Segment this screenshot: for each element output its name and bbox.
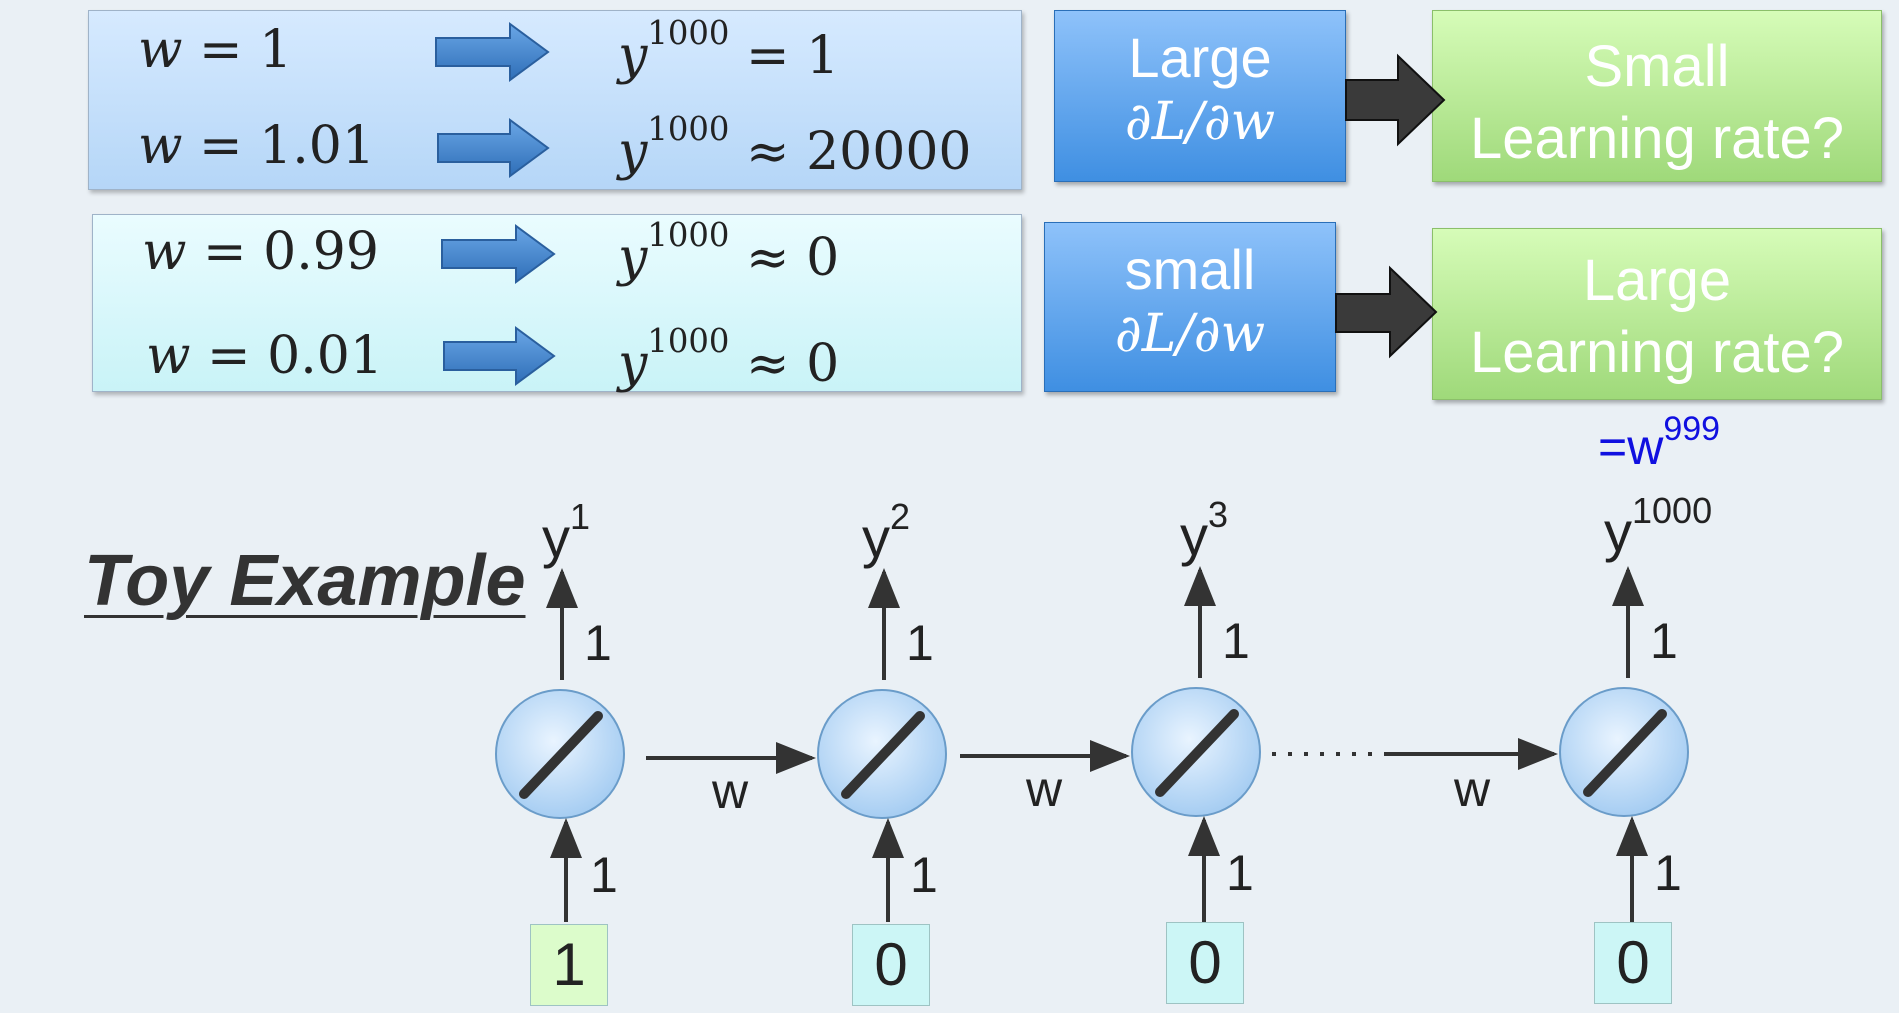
neuron: [1131, 687, 1261, 817]
equation-w-099: w = 0.99: [142, 222, 379, 282]
neuron: [817, 689, 947, 819]
vanishing-gradient-panel: [92, 214, 1022, 392]
equation-w-1: w = 1: [138, 20, 293, 80]
equation-w-001: w = 0.01: [146, 326, 383, 386]
dark-arrow-icon: [1345, 53, 1446, 147]
equation-y-0-b: y1000 ≈ 0: [618, 322, 840, 395]
output-weight-label: 1: [1222, 613, 1250, 669]
recurrent-weight-label: w: [1026, 761, 1063, 817]
neuron: [1559, 687, 1689, 817]
recurrent-weight-label: w: [1454, 761, 1491, 817]
output-label-y1000: y1000: [1604, 490, 1713, 563]
output-label-y2: y2: [862, 496, 911, 569]
large-gradient-box: Large ∂L/∂w: [1054, 10, 1346, 182]
output-label-y1: y1: [542, 496, 591, 569]
dark-arrow-icon: [1335, 265, 1438, 359]
block-arrow-icon: [441, 224, 556, 284]
output-weight-label: 1: [906, 615, 934, 671]
neuron: [495, 689, 625, 819]
w999-annotation: =w999: [1598, 410, 1721, 475]
exploding-gradient-panel: [88, 10, 1022, 190]
input-box: 0: [852, 924, 930, 1006]
output-weight-label: 1: [584, 615, 612, 671]
input-box: 1: [530, 924, 608, 1006]
output-weight-label: 1: [1650, 613, 1678, 669]
small-gradient-box: small ∂L/∂w: [1044, 222, 1336, 392]
equation-w-101: w = 1.01: [138, 116, 375, 176]
equation-y-1: y1000 = 1: [618, 14, 840, 87]
input-weight-label: 1: [590, 847, 618, 903]
input-weight-label: 1: [910, 847, 938, 903]
small-learning-rate-box: Small Learning rate?: [1432, 10, 1882, 182]
input-box: 0: [1594, 922, 1672, 1004]
block-arrow-icon: [435, 22, 550, 82]
block-arrow-icon: [437, 118, 550, 178]
toy-example-title: Toy Example: [84, 541, 526, 621]
block-arrow-icon: [443, 326, 556, 386]
recurrent-weight-label: w: [712, 763, 749, 819]
input-weight-label: 1: [1226, 845, 1254, 901]
equation-y-20000: y1000 ≈ 20000: [618, 110, 972, 183]
input-box: 0: [1166, 922, 1244, 1004]
input-weight-label: 1: [1654, 845, 1682, 901]
equation-y-0-a: y1000 ≈ 0: [618, 216, 840, 289]
output-label-y3: y3: [1180, 494, 1229, 567]
large-learning-rate-box: Large Learning rate?: [1432, 228, 1882, 400]
